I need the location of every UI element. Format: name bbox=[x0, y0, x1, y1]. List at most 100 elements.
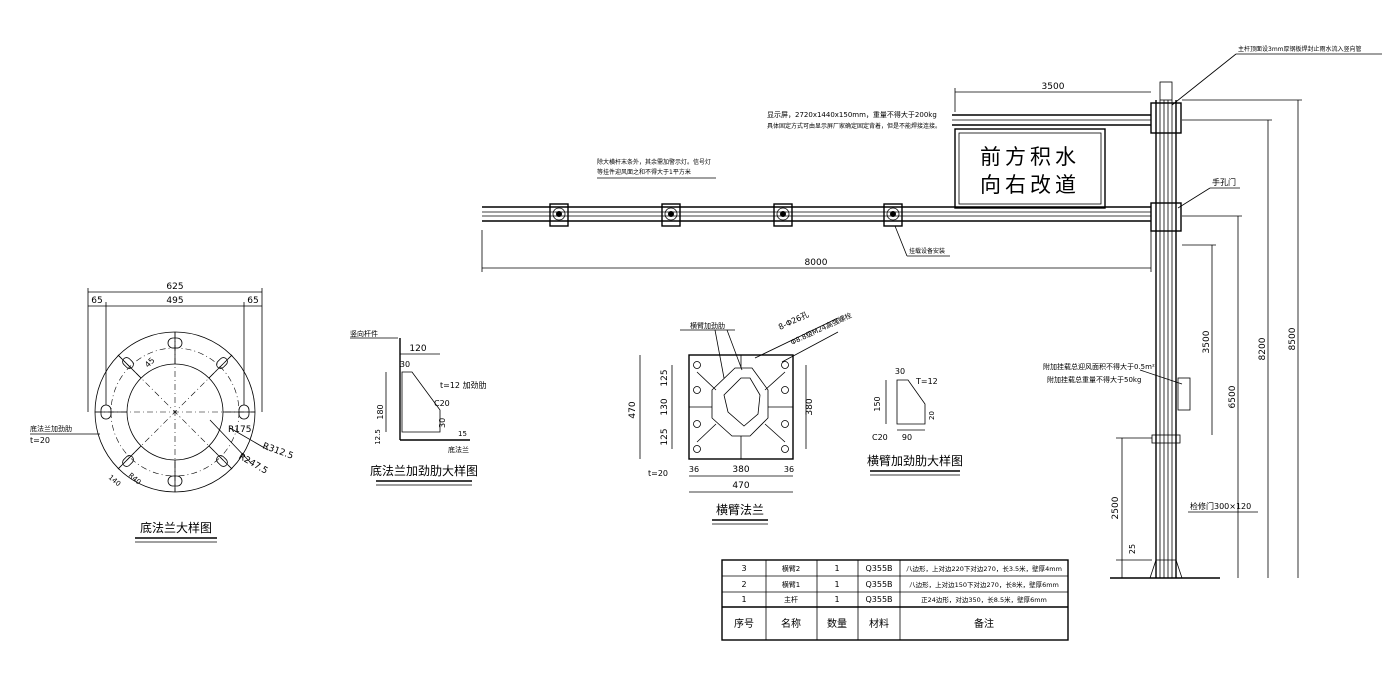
svg-text:备注: 备注 bbox=[974, 617, 994, 630]
svg-text:1: 1 bbox=[834, 580, 839, 589]
signal-light bbox=[549, 203, 569, 227]
dim-65-left: 65 bbox=[91, 296, 102, 306]
arm-flange-drawing: 横臂加劲肋 8-Φ26孔 Φ8.8级M24高强螺栓 470 125 130 12… bbox=[628, 310, 853, 525]
table-row: 3 横臂2 1 Q355B 八边形，上对边220下对边270，长3.5米，壁厚4… bbox=[741, 564, 1062, 573]
table-header: 序号 名称 数量 材料 备注 bbox=[734, 617, 994, 630]
signal-light bbox=[661, 203, 681, 227]
pole-elevation: 前方积水 向右改道 主杆顶面设3mm厚钢板焊封止雨水流入竖向管 显示屏，2720… bbox=[481, 45, 1382, 579]
dim-8000: 8000 bbox=[805, 258, 828, 268]
svg-text:Q355B: Q355B bbox=[865, 595, 892, 604]
svg-text:八边形，上对边220下对边270，长3.5米，壁厚4mm: 八边形，上对边220下对边270，长3.5米，壁厚4mm bbox=[906, 564, 1062, 573]
bolt-slot bbox=[122, 455, 134, 467]
svg-text:横臂2: 横臂2 bbox=[782, 564, 800, 573]
svg-text:1: 1 bbox=[834, 564, 839, 573]
svg-text:材料: 材料 bbox=[869, 617, 889, 630]
arm-rib-title: 横臂加劲肋大样图 bbox=[867, 453, 963, 468]
message-sign bbox=[954, 128, 1106, 209]
arm-rib-label: 横臂加劲肋 bbox=[690, 321, 725, 330]
dim-r2475: R247.5 bbox=[237, 452, 270, 477]
rib-plate bbox=[401, 371, 441, 433]
svg-text:1: 1 bbox=[741, 595, 746, 604]
dim-6500: 6500 bbox=[1228, 385, 1238, 408]
pole-cap bbox=[1159, 81, 1173, 101]
bolt-hole-label: 8-Φ26孔 bbox=[777, 310, 810, 332]
dim-180: 180 bbox=[376, 404, 385, 419]
sign-text-line1: 前方积水 bbox=[980, 145, 1080, 169]
dim-8500: 8500 bbox=[1288, 327, 1298, 350]
dim-120: 120 bbox=[409, 344, 426, 354]
svg-text:数量: 数量 bbox=[827, 617, 847, 630]
table-row: 2 横臂1 1 Q355B 八边形，上对边150下对边270，长8米，壁厚6mm bbox=[741, 580, 1058, 589]
display-note-2: 具体固定方式可由显示屏厂家确定固定背着，但是不能焊接连接。 bbox=[767, 122, 941, 130]
base-flange-label: 底法兰 bbox=[448, 445, 469, 454]
dim-125b: 125 bbox=[660, 428, 670, 445]
dim-8200: 8200 bbox=[1258, 337, 1268, 360]
dim-12-5: 12.5 bbox=[374, 429, 382, 445]
equipment-label: 挂载设备安装 bbox=[909, 247, 945, 255]
top-bracket bbox=[1150, 102, 1182, 134]
base-flange-title: 底法兰大样图 bbox=[140, 520, 212, 535]
arm-rib-drawing: 30 T=12 150 20 C20 90 横臂加劲肋大样图 bbox=[867, 367, 963, 476]
base-rib-title: 底法兰加劲肋大样图 bbox=[370, 463, 478, 478]
svg-text:1: 1 bbox=[834, 595, 839, 604]
dim-380-right: 380 bbox=[805, 398, 815, 415]
additional-weight-note: 附加挂载总重量不得大于50kg bbox=[1047, 375, 1141, 384]
svg-text:八边形，上对边150下对边270，长8米，壁厚6mm: 八边形，上对边150下对边270，长8米，壁厚6mm bbox=[909, 580, 1059, 589]
additional-area-note: 附加挂载总迎风面积不得大于0.5m² bbox=[1043, 362, 1155, 371]
upright-label: 竖向杆件 bbox=[350, 329, 378, 338]
base-rib-drawing: 竖向杆件 120 30 t=12 加劲肋 C20 180 12.5 30 15 … bbox=[350, 329, 487, 486]
handhole-label: 手孔门 bbox=[1212, 177, 1236, 187]
table-row: 1 主杆 1 Q355B 正24边形，对边350，长8.5米，壁厚6mm bbox=[741, 595, 1046, 604]
dim-30: 30 bbox=[400, 360, 410, 369]
arm-flange-thickness: t=20 bbox=[648, 469, 668, 478]
dim-90: 90 bbox=[902, 433, 912, 442]
svg-text:横臂1: 横臂1 bbox=[782, 580, 800, 589]
bolt-slot bbox=[122, 357, 134, 369]
dim-15: 15 bbox=[458, 430, 467, 438]
octagon-section bbox=[711, 367, 769, 437]
dim-r3125: R312.5 bbox=[261, 441, 295, 461]
dim-r175: R175 bbox=[228, 425, 251, 435]
bolt-slot bbox=[167, 475, 183, 487]
top-note: 主杆顶面设3mm厚钢板焊封止雨水流入竖向管 bbox=[1238, 45, 1362, 53]
svg-text:2: 2 bbox=[741, 580, 746, 589]
dim-20: 20 bbox=[928, 411, 936, 420]
parts-table: 3 横臂2 1 Q355B 八边形，上对边220下对边270，长3.5米，壁厚4… bbox=[721, 559, 1069, 641]
svg-text:Q355B: Q355B bbox=[865, 564, 892, 573]
base-flange-thickness: t=20 bbox=[30, 436, 50, 445]
svg-text:序号: 序号 bbox=[734, 617, 754, 630]
base-rib-label: 底法兰加劲肋 bbox=[30, 424, 72, 433]
arm-rib-plate bbox=[896, 379, 926, 425]
dim-625: 625 bbox=[166, 282, 183, 292]
bolt-slot bbox=[167, 337, 183, 349]
dim-45: 45 bbox=[143, 356, 157, 370]
dim-65-right: 65 bbox=[247, 296, 258, 306]
signal-note-2: 等挂件迎风面之和不得大于1平方米 bbox=[597, 168, 691, 176]
dim-3500-side: 3500 bbox=[1202, 330, 1212, 353]
bolt-slot bbox=[216, 455, 228, 467]
sign-text-line2: 向右改道 bbox=[980, 173, 1080, 197]
rib-thickness: t=12 加劲肋 bbox=[440, 380, 487, 390]
arm-flange-title: 横臂法兰 bbox=[716, 503, 764, 517]
service-door-label: 检修门300×120 bbox=[1190, 501, 1251, 511]
mount-box bbox=[1177, 377, 1191, 411]
dim-25: 25 bbox=[1128, 544, 1137, 554]
arm-bracket bbox=[1150, 202, 1182, 232]
dim-3500-top: 3500 bbox=[1042, 82, 1065, 92]
dim-380-bottom: 380 bbox=[732, 465, 749, 475]
dim-30b: 30 bbox=[438, 418, 447, 428]
svg-text:主杆: 主杆 bbox=[784, 595, 798, 604]
signal-light bbox=[883, 203, 903, 227]
svg-text:名称: 名称 bbox=[781, 617, 801, 630]
dim-2500: 2500 bbox=[1111, 496, 1121, 519]
dim-30: 30 bbox=[895, 367, 905, 376]
svg-text:Q355B: Q355B bbox=[865, 580, 892, 589]
bolt-slot bbox=[216, 357, 228, 369]
display-note-1: 显示屏，2720x1440x150mm，重量不得大于200kg bbox=[767, 110, 937, 119]
dim-130: 130 bbox=[660, 398, 670, 415]
dim-36b: 36 bbox=[784, 465, 794, 474]
dim-36a: 36 bbox=[689, 465, 699, 474]
dim-125a: 125 bbox=[660, 369, 670, 386]
signal-light bbox=[773, 203, 793, 227]
